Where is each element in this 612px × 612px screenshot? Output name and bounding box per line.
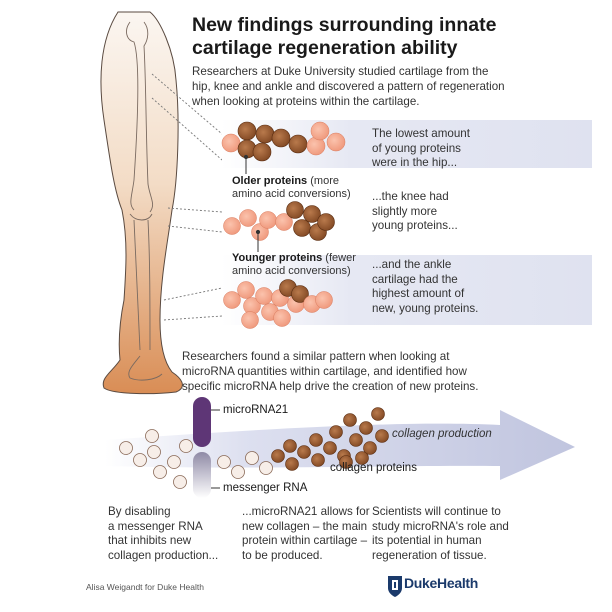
label-pointers [243, 154, 261, 252]
amino-acid-outline [153, 465, 167, 479]
microrna-bar [193, 397, 211, 447]
old-protein-sphere [291, 285, 309, 303]
knee-panel-text: ...the knee had slightly more young prot… [372, 190, 458, 232]
messenger-rna-bar [193, 452, 211, 498]
old-protein-sphere [285, 457, 299, 471]
old-protein-sphere [371, 407, 385, 421]
old-protein-sphere [359, 421, 373, 435]
younger-proteins-note: (fewer amino acid conversions) [232, 252, 356, 277]
young-protein-sphere [239, 209, 257, 227]
messenger-rna-label: messenger RNA [223, 482, 308, 494]
amino-acid-outline [231, 465, 245, 479]
old-protein-sphere [309, 433, 323, 447]
amino-acid-outline [179, 439, 193, 453]
old-protein-sphere [355, 451, 369, 465]
old-protein-sphere [303, 205, 321, 223]
old-protein-sphere [323, 441, 337, 455]
duke-health-logo: DukeHealth [384, 572, 509, 598]
old-protein-sphere [283, 439, 297, 453]
bottom-text-right: Scientists will continue to study microR… [372, 505, 509, 562]
amino-acid-outline [145, 429, 159, 443]
hip-panel-text: The lowest amount of young proteins were… [372, 127, 470, 169]
younger-proteins-title: Younger proteins [232, 252, 323, 264]
amino-acid-outline [259, 461, 273, 475]
old-protein-sphere [297, 445, 311, 459]
old-protein-sphere [255, 124, 275, 144]
amino-acid-outline [245, 451, 259, 465]
old-protein-sphere [286, 201, 304, 219]
young-protein-sphere [223, 217, 241, 235]
young-protein-sphere [310, 121, 330, 141]
leg-bones [126, 21, 163, 381]
microrna-label: microRNA21 [223, 404, 289, 416]
collagen-proteins-label: collagen proteins [330, 462, 417, 474]
amino-acid-outline [147, 445, 161, 459]
ankle-panel-text: ...and the ankle cartilage had the highe… [372, 258, 479, 315]
older-proteins-label: Older proteins (more amino acid conversi… [232, 175, 351, 201]
knee-protein-cluster [223, 201, 335, 241]
bottom-text-left: By disabling a messenger RNA that inhibi… [108, 505, 219, 562]
old-protein-sphere [288, 134, 308, 154]
collagen-production-label: collagen production [392, 428, 492, 440]
young-protein-sphere [221, 133, 241, 153]
amino-acid-outline [119, 441, 133, 455]
amino-acid-outline [133, 453, 147, 467]
old-protein-sphere [293, 219, 311, 237]
old-protein-sphere [271, 449, 285, 463]
old-protein-sphere [271, 128, 291, 148]
young-protein-sphere [273, 309, 291, 327]
young-protein-sphere [223, 291, 241, 309]
intro-text: Researchers at Duke University studied c… [192, 65, 505, 108]
bottom-text-center: ...microRNA21 allows for new collagen – … [242, 505, 370, 562]
young-protein-sphere [315, 291, 333, 309]
old-protein-sphere [363, 441, 377, 455]
young-protein-sphere [255, 287, 273, 305]
amino-acid-outline [167, 455, 181, 469]
amino-acid-outline [173, 475, 187, 489]
young-protein-sphere [326, 132, 346, 152]
collagen-protein-flow [119, 407, 389, 489]
old-protein-sphere [349, 433, 363, 447]
young-protein-sphere [275, 213, 293, 231]
older-proteins-note: (more amino acid conversions) [232, 175, 351, 200]
amino-acid-outline [217, 455, 231, 469]
microrna-intro-text: Researchers found a similar pattern when… [182, 350, 479, 393]
old-protein-sphere [343, 413, 357, 427]
photo-credit: Alisa Weigandt for Duke Health [86, 582, 204, 592]
older-proteins-title: Older proteins [232, 175, 308, 187]
young-protein-sphere [237, 281, 255, 299]
younger-proteins-label: Younger proteins (fewer amino acid conve… [232, 252, 356, 278]
leg-illustration [100, 11, 183, 395]
hip-protein-cluster [221, 121, 346, 162]
old-protein-sphere [317, 213, 335, 231]
logo-text: DukeHealth [404, 575, 479, 591]
old-protein-sphere [252, 142, 272, 162]
old-protein-sphere [329, 425, 343, 439]
young-protein-sphere [259, 211, 277, 229]
old-protein-sphere [311, 453, 325, 467]
ankle-protein-cluster [223, 279, 333, 329]
old-protein-sphere [339, 455, 353, 469]
page-title: New findings surrounding innate cartilag… [192, 14, 497, 59]
old-protein-sphere [375, 429, 389, 443]
leader-lines [151, 73, 223, 321]
young-protein-sphere [241, 311, 259, 329]
old-protein-sphere [237, 121, 257, 141]
